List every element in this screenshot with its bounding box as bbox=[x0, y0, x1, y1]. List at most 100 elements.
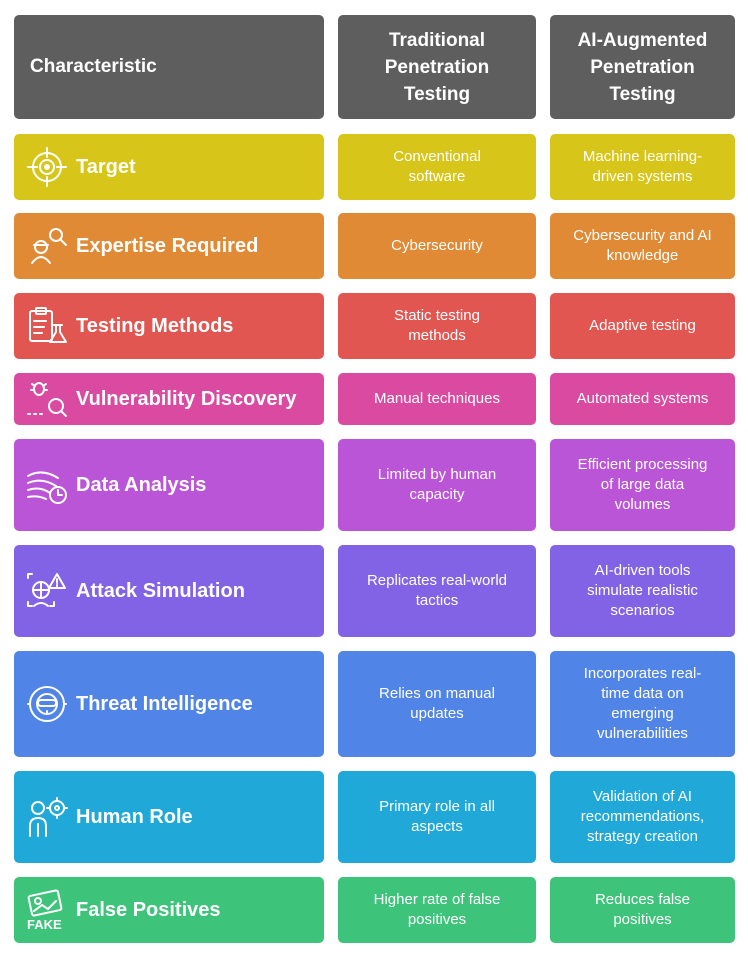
traditional-text: Limited by human capacity bbox=[338, 465, 536, 505]
ai-augmented-text-line: Incorporates real- bbox=[583, 665, 702, 682]
traditional-text-line: Static testing bbox=[394, 307, 480, 324]
traditional-text-line: software bbox=[408, 168, 466, 185]
row-testing-methods-ai-augmented: Adaptive testing bbox=[550, 293, 735, 359]
row-human-role-characteristic: Human Role bbox=[14, 771, 324, 863]
svg-text:FAKE: FAKE bbox=[27, 917, 62, 932]
row-testing-methods-traditional: Static testing methods bbox=[338, 293, 536, 359]
row-label: Attack Simulation bbox=[76, 579, 245, 602]
traditional-text-line: Limited by human bbox=[377, 466, 497, 483]
ai-augmented-text-line: Adaptive testing bbox=[589, 317, 696, 334]
expert-search-icon bbox=[24, 223, 70, 269]
ai-augmented-text: Machine learning-driven systems bbox=[550, 147, 735, 187]
person-target-icon bbox=[24, 794, 70, 840]
bug-search-icon bbox=[24, 376, 70, 422]
row-vulnerability-discovery-traditional: Manual techniques bbox=[338, 373, 536, 425]
traditional-text: Manual techniques bbox=[338, 389, 536, 409]
traditional-text: Relies on manual updates bbox=[338, 684, 536, 724]
ai-augmented-text: AI-driven tools simulate realistic scenari… bbox=[550, 561, 735, 621]
header-characteristic-label: Characteristic bbox=[30, 56, 157, 77]
ai-augmented-text: Automated systems bbox=[550, 389, 735, 409]
row-target-ai-augmented: Machine learning-driven systems bbox=[550, 134, 735, 200]
ai-augmented-text: Adaptive testing bbox=[550, 316, 735, 336]
ai-augmented-text-line: Reduces false bbox=[594, 891, 691, 908]
row-data-analysis-ai-augmented: Efficient processing of large data volumes bbox=[550, 439, 735, 531]
header-traditional-label: Traditional Penetration Testing bbox=[384, 29, 490, 105]
fake-photo-icon: FAKE bbox=[24, 887, 70, 933]
traditional-text: Static testing methods bbox=[338, 306, 536, 346]
traditional-text-line: updates bbox=[410, 705, 464, 722]
ai-augmented-text-line: Validation of AI bbox=[593, 788, 692, 805]
ai-augmented-text-line: recommendations, bbox=[580, 808, 705, 825]
header-ai-augmented: AI-Augmented Penetration Testing bbox=[550, 15, 735, 119]
ai-augmented-text-line: Efficient processing bbox=[577, 456, 708, 473]
traditional-text-line: methods bbox=[408, 327, 466, 344]
header-ai-augmented-label: AI-Augmented Penetration Testing bbox=[577, 29, 708, 105]
row-expertise-required-characteristic: Expertise Required bbox=[14, 213, 324, 279]
row-target-traditional: Conventional software bbox=[338, 134, 536, 200]
row-false-positives-traditional: Higher rate of false positives bbox=[338, 877, 536, 943]
row-false-positives-characteristic: FAKE False Positives bbox=[14, 877, 324, 943]
row-data-analysis-characteristic: Data Analysis bbox=[14, 439, 324, 531]
ai-augmented-text-line: scenarios bbox=[610, 602, 675, 619]
ai-augmented-text: Validation of AI recommendations, strategy… bbox=[550, 787, 735, 847]
row-threat-intelligence-ai-augmented: Incorporates real-time data on emerging vu… bbox=[550, 651, 735, 757]
row-expertise-required-traditional: Cybersecurity bbox=[338, 213, 536, 279]
ai-augmented-text-line: vulnerabilities bbox=[597, 725, 688, 742]
ai-augmented-text-line: volumes bbox=[614, 496, 671, 513]
clipboard-flask-icon bbox=[24, 303, 70, 349]
traditional-text: Higher rate of false positives bbox=[338, 890, 536, 930]
ai-augmented-text: Incorporates real-time data on emerging vu… bbox=[550, 664, 735, 744]
traditional-text-line: positives bbox=[407, 911, 467, 928]
ai-augmented-text-line: knowledge bbox=[606, 247, 679, 264]
row-label: Vulnerability Discovery bbox=[76, 387, 297, 410]
ai-augmented-text-line: Machine learning- bbox=[582, 148, 703, 165]
row-label: Threat Intelligence bbox=[76, 692, 253, 715]
row-attack-simulation-ai-augmented: AI-driven tools simulate realistic scenari… bbox=[550, 545, 735, 637]
traditional-text-line: aspects bbox=[411, 818, 463, 835]
row-label: Expertise Required bbox=[76, 234, 259, 257]
row-target-characteristic: Target bbox=[14, 134, 324, 200]
ai-augmented-text-line: strategy creation bbox=[587, 828, 698, 845]
row-label: Human Role bbox=[76, 805, 193, 828]
ai-augmented-text-line: driven systems bbox=[592, 168, 693, 185]
ai-augmented-text: Reduces false positives bbox=[550, 890, 735, 930]
target-crosshair-icon bbox=[24, 144, 70, 190]
row-testing-methods-characteristic: Testing Methods bbox=[14, 293, 324, 359]
row-label: Target bbox=[76, 155, 136, 178]
row-threat-intelligence-traditional: Relies on manual updates bbox=[338, 651, 536, 757]
traditional-text-line: capacity bbox=[409, 486, 465, 503]
header-traditional: Traditional Penetration Testing bbox=[338, 15, 536, 119]
row-label: Data Analysis bbox=[76, 473, 207, 496]
traditional-text-line: Higher rate of false bbox=[373, 891, 501, 908]
row-vulnerability-discovery-ai-augmented: Automated systems bbox=[550, 373, 735, 425]
traditional-text-line: Relies on manual bbox=[379, 685, 495, 702]
ai-augmented-text-line: positives bbox=[613, 911, 672, 928]
traditional-text-line: Conventional bbox=[393, 148, 481, 165]
ai-augmented-text-line: Cybersecurity and AI bbox=[573, 227, 712, 244]
row-attack-simulation-characteristic: Attack Simulation bbox=[14, 545, 324, 637]
row-expertise-required-ai-augmented: Cybersecurity and AI knowledge bbox=[550, 213, 735, 279]
row-vulnerability-discovery-characteristic: Vulnerability Discovery bbox=[14, 373, 324, 425]
traditional-text-line: tactics bbox=[415, 592, 459, 609]
ai-augmented-text-line: simulate realistic bbox=[587, 582, 698, 599]
row-data-analysis-traditional: Limited by human capacity bbox=[338, 439, 536, 531]
ai-augmented-text-line: AI-driven tools bbox=[594, 562, 691, 579]
row-false-positives-ai-augmented: Reduces false positives bbox=[550, 877, 735, 943]
traditional-text-line: Manual techniques bbox=[374, 390, 500, 407]
attack-warning-icon bbox=[24, 568, 70, 614]
row-label: Testing Methods bbox=[76, 314, 234, 337]
data-flow-clock-icon bbox=[24, 462, 70, 508]
ai-augmented-text-line: emerging bbox=[611, 705, 674, 722]
masked-hacker-icon bbox=[24, 681, 70, 727]
ai-augmented-text: Efficient processing of large data volumes bbox=[550, 455, 735, 515]
traditional-text: Conventional software bbox=[338, 147, 536, 187]
row-label: False Positives bbox=[76, 898, 221, 921]
traditional-text-line: Cybersecurity bbox=[391, 237, 483, 254]
ai-augmented-text-line: of large data bbox=[600, 476, 685, 493]
traditional-text: Cybersecurity bbox=[338, 236, 536, 256]
ai-augmented-text-line: Automated systems bbox=[576, 390, 709, 407]
ai-augmented-text-line: time data on bbox=[601, 685, 684, 702]
